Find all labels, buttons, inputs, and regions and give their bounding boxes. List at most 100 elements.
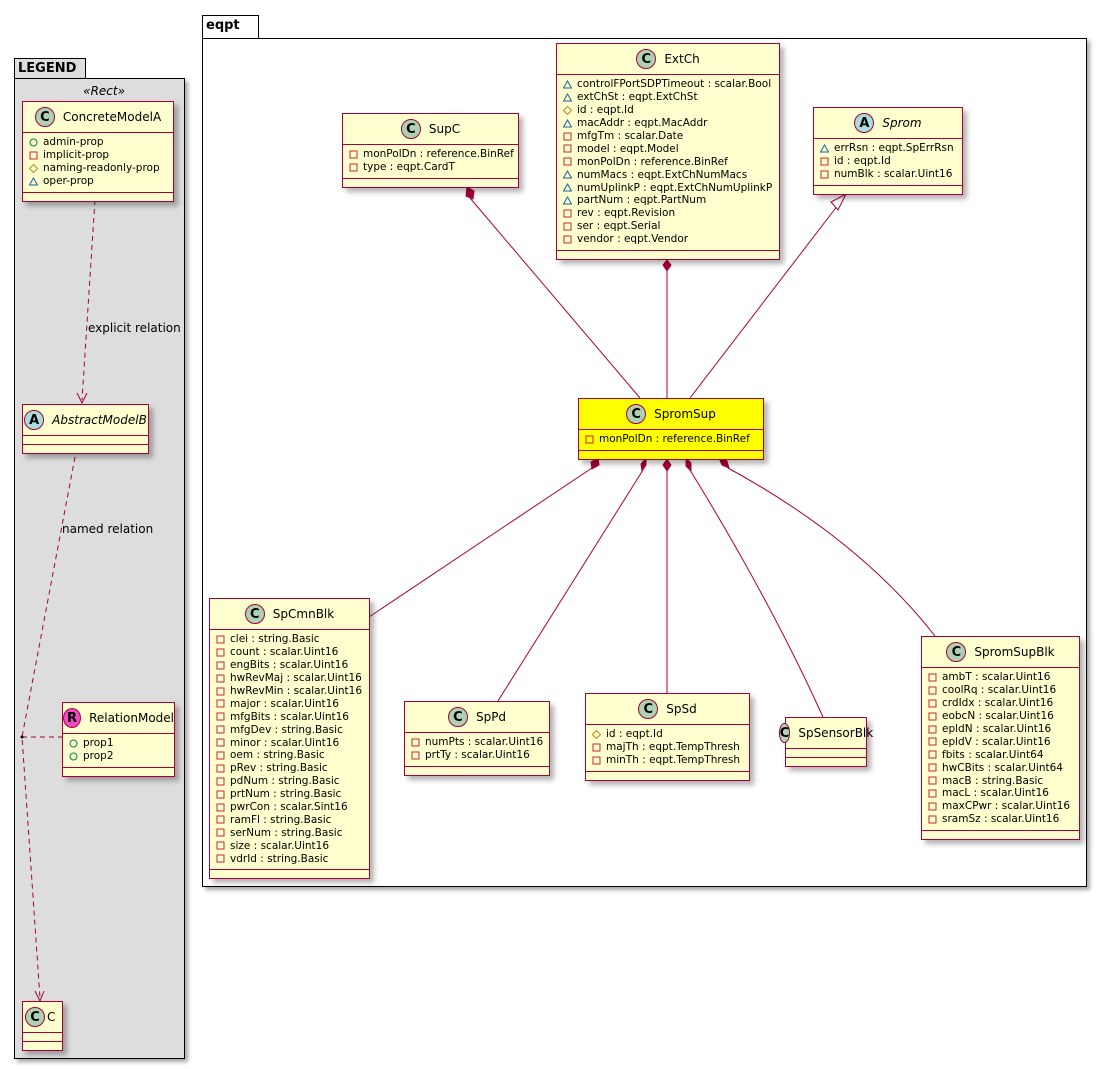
class-name: Sprom xyxy=(882,116,922,130)
attribute-text: macL : scalar.Uint16 xyxy=(942,787,1049,800)
protected-visibility-icon xyxy=(29,163,38,173)
sprom-sup-spromsupblk-composition xyxy=(727,467,936,637)
attribute-row: minor : scalar.Uint16 xyxy=(216,736,363,749)
class-icon: C xyxy=(626,404,647,424)
attribute-text: coolRq : scalar.Uint16 xyxy=(942,684,1057,697)
attribute-text: rev : eqpt.Revision xyxy=(577,207,676,220)
class-header: C SpromSup xyxy=(579,399,763,430)
private-visibility-icon xyxy=(585,435,594,444)
attribute-text: ambT : scalar.Uint16 xyxy=(942,671,1051,684)
class-name: ConcreteModelA xyxy=(62,110,162,124)
explicit-relation-arrowhead xyxy=(76,392,88,405)
class-name: RelationModel xyxy=(89,711,174,725)
private-visibility-icon xyxy=(216,674,225,683)
private-visibility-icon xyxy=(563,209,572,218)
private-visibility-icon xyxy=(563,235,572,244)
named-relation-label: named relation xyxy=(62,522,154,536)
relation-class-icon: R xyxy=(63,708,82,728)
class-operations xyxy=(557,251,779,259)
attribute-text: numMacs : eqpt.ExtChNumMacs xyxy=(577,168,748,181)
attribute-row: ambT : scalar.Uint16 xyxy=(928,671,1073,684)
class-header: C SpCmnBlk xyxy=(210,599,369,630)
class-name: SpSd xyxy=(666,702,697,716)
attribute-row: naming-readonly-prop xyxy=(29,162,167,175)
private-visibility-icon xyxy=(563,132,572,141)
attribute-text: minor : scalar.Uint16 xyxy=(230,736,340,749)
attribute-row: engBits : scalar.Uint16 xyxy=(216,659,363,672)
attribute-row: serNum : string.Basic xyxy=(216,826,363,839)
attribute-text: hwRevMaj : scalar.Uint16 xyxy=(230,672,362,685)
attribute-row: pwrCon : scalar.Sint16 xyxy=(216,801,363,814)
private-visibility-icon xyxy=(216,725,225,734)
class-attributes xyxy=(786,749,866,758)
class-attributes xyxy=(23,1033,62,1042)
attribute-row: model : eqpt.Model xyxy=(563,142,773,155)
class-name: SpromSup xyxy=(654,407,716,421)
class-name: SpCmnBlk xyxy=(272,607,335,621)
class-operations xyxy=(63,768,174,776)
private-visibility-icon xyxy=(928,712,937,721)
attribute-row: oem : string.Basic xyxy=(216,749,363,762)
attribute-text: hwRevMin : scalar.Uint16 xyxy=(230,685,363,697)
class-name: ExtCh xyxy=(664,52,700,66)
private-visibility-icon xyxy=(216,828,225,837)
private-visibility-icon xyxy=(216,777,225,786)
attribute-text: numPts : scalar.Uint16 xyxy=(425,736,544,749)
attribute-row: vdrId : string.Basic xyxy=(216,852,363,865)
attribute-row: ramFl : string.Basic xyxy=(216,813,363,826)
class-operations xyxy=(814,186,962,194)
attribute-text: major : scalar.Uint16 xyxy=(230,697,339,710)
attribute-row: oper-prop xyxy=(29,175,167,188)
legend-stereotype: «Rect» xyxy=(83,84,125,98)
attribute-row: partNum : eqpt.PartNum xyxy=(563,194,773,207)
attribute-text: fbits : scalar.Uint64 xyxy=(942,748,1044,761)
attribute-text: vendor : eqpt.Vendor xyxy=(577,233,689,246)
attribute-text: vdrId : string.Basic xyxy=(230,852,329,865)
private-visibility-icon xyxy=(411,751,420,760)
class-name: AbstractModelB xyxy=(52,413,147,427)
attribute-row: monPolDn : reference.BinRef xyxy=(563,155,773,168)
attribute-row: id : eqpt.Id xyxy=(820,155,956,168)
attribute-text: id : eqpt.Id xyxy=(577,104,634,117)
attribute-row: major : scalar.Uint16 xyxy=(216,697,363,710)
public-visibility-icon xyxy=(69,752,78,761)
attribute-text: pdNum : string.Basic xyxy=(230,775,340,788)
attribute-text: partNum : eqpt.PartNum xyxy=(577,194,707,207)
package-visibility-icon xyxy=(563,79,572,89)
class-icon: C xyxy=(244,604,265,624)
attribute-row: macAddr : eqpt.MacAddr xyxy=(563,117,773,130)
package-visibility-icon xyxy=(29,176,38,186)
attribute-text: type : eqpt.CardT xyxy=(363,161,455,174)
sprom-sup-spcmnblk-composition xyxy=(368,467,593,618)
package-visibility-icon xyxy=(563,92,572,102)
attribute-text: monPolDn : reference.BinRef xyxy=(599,433,750,446)
attribute-row: macL : scalar.Uint16 xyxy=(928,787,1073,800)
private-visibility-icon xyxy=(216,803,225,812)
explicit-relation-line xyxy=(81,199,96,401)
class-spromsup[interactable]: C SpromSup monPolDn : reference.BinRef xyxy=(578,398,764,460)
attribute-text: epldV : scalar.Uint16 xyxy=(942,735,1051,748)
attribute-text: controlFPortSDPTimeout : scalar.Bool xyxy=(577,78,772,91)
